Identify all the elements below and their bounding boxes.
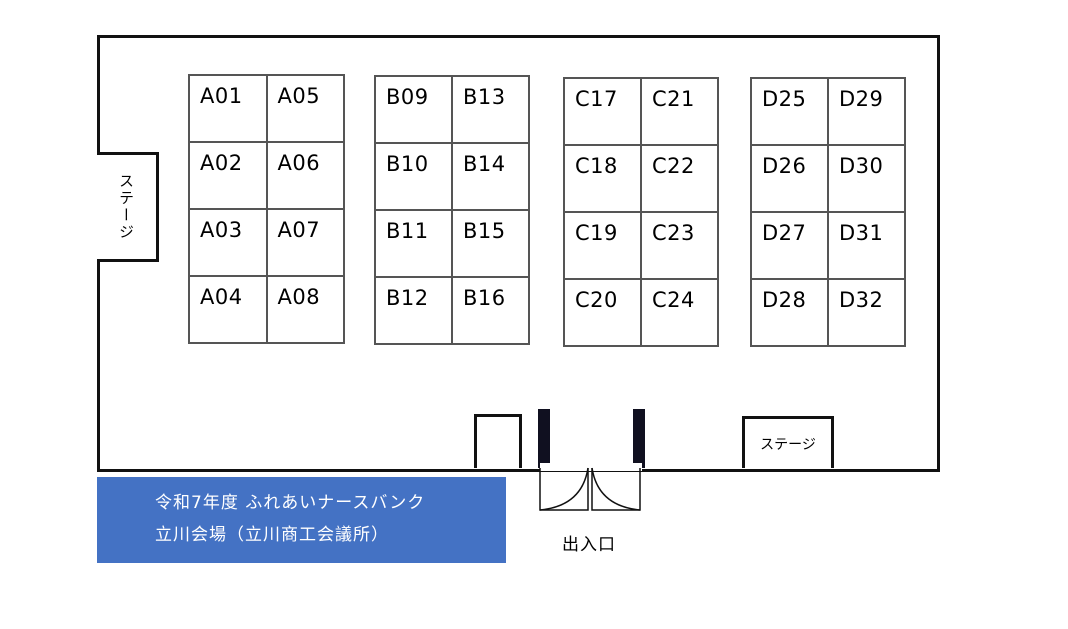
- stage-bottom-label: ステージ: [760, 436, 816, 453]
- stage-bottom: ステージ: [742, 416, 834, 468]
- event-title-line2: 立川会場（立川商工会議所）: [155, 525, 389, 545]
- pillar-left: [538, 409, 550, 468]
- booth-cell: A03: [189, 209, 267, 276]
- booth-cell: B12: [375, 277, 452, 344]
- booth-cell: B10: [375, 143, 452, 210]
- pillar-right: [633, 409, 645, 468]
- entrance-side-room: [474, 414, 522, 468]
- entrance-gap: [540, 463, 642, 471]
- booth-cell: C18: [564, 145, 641, 212]
- booth-cell: D31: [828, 212, 905, 279]
- event-title-box: 令和7年度 ふれあいナースバンク 立川会場（立川商工会議所）: [97, 477, 506, 563]
- booth-cell: C22: [641, 145, 718, 212]
- booth-cell: A04: [189, 276, 267, 343]
- booth-cell: D27: [751, 212, 828, 279]
- booth-cell: D32: [828, 279, 905, 346]
- booth-cell: D28: [751, 279, 828, 346]
- booth-cell: B16: [452, 277, 529, 344]
- booth-cell: B11: [375, 210, 452, 277]
- booth-cell: C24: [641, 279, 718, 346]
- booth-cell: D30: [828, 145, 905, 212]
- booth-cell: A02: [189, 142, 267, 209]
- booth-cell: C23: [641, 212, 718, 279]
- booth-cell: D26: [751, 145, 828, 212]
- booth-cell: A07: [266, 209, 344, 276]
- booth-cell: A08: [266, 276, 344, 343]
- booth-cell: C21: [641, 78, 718, 145]
- booth-cell: A05: [266, 75, 344, 142]
- booth-cell: C20: [564, 279, 641, 346]
- stage-left: ステージ: [97, 152, 159, 262]
- stage-left-label: ステージ: [117, 173, 135, 241]
- booth-cell: B09: [375, 76, 452, 143]
- booth-cell: A06: [266, 142, 344, 209]
- booth-cell: D29: [828, 78, 905, 145]
- double-door-icon: [539, 467, 641, 511]
- entrance-label: 出入口: [562, 535, 616, 555]
- booth-cell: B14: [452, 143, 529, 210]
- booth-cell: B15: [452, 210, 529, 277]
- booth-cell: B13: [452, 76, 529, 143]
- booth-cell: C19: [564, 212, 641, 279]
- booth-cell: D25: [751, 78, 828, 145]
- booth-cell: A01: [189, 75, 267, 142]
- event-title-line1: 令和7年度 ふれあいナースバンク: [155, 493, 426, 513]
- booth-cell: C17: [564, 78, 641, 145]
